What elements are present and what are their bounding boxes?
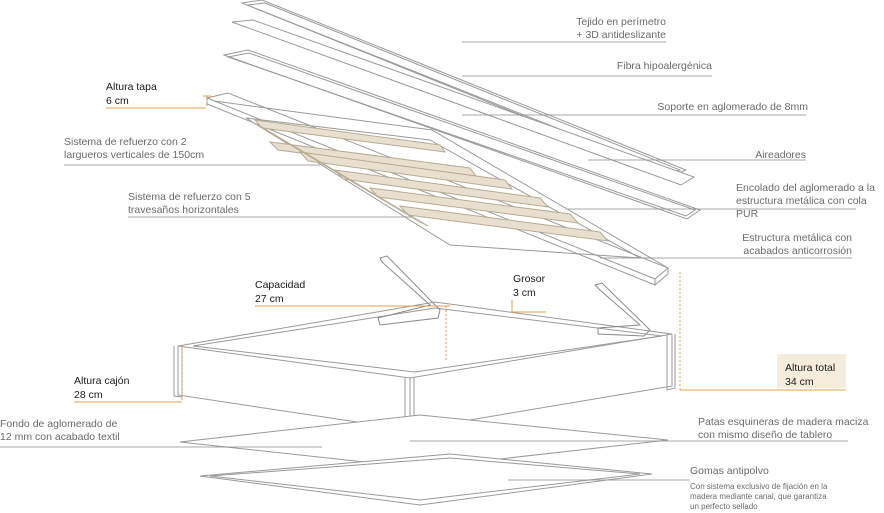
support-layer [222,49,702,220]
fiber-layer [231,19,696,186]
callout-patas: Patas esquineras de madera maciza con mi… [698,416,869,441]
total-height-highlight [777,354,846,388]
measure-altura-total-title: Altura total [785,362,836,374]
measure-grosor-value: 3 cm [513,287,536,299]
callout-aireadores: Aireadores [755,149,806,161]
measure-altura-tapa-title: Altura tapa [106,81,157,93]
measure-altura-cajon-value: 28 cm [74,389,103,401]
lift-mechanisms [377,255,651,337]
measure-altura-tapa-value: 6 cm [106,95,129,107]
callout-fondo: Fondo de aglomerado de 12 mm con acabado… [0,418,120,443]
callout-fibra: Fibra hipoalergénica [616,60,712,72]
measure-altura-total-value: 34 cm [785,376,814,388]
measure-grosor-title: Grosor [513,273,546,285]
lid-slats [251,119,610,242]
measure-capacidad-value: 27 cm [255,293,284,305]
callout-estructura: Estructura metálica con acabados anticor… [742,232,852,257]
base-box [173,301,676,433]
measure-capacidad-title: Capacidad [255,279,306,291]
callout-soporte: Soporte en aglomerado de 8mm [657,101,808,113]
callout-encolado: Encolado del aglomerado a la estructura … [736,182,875,220]
leader-lines [0,41,856,481]
callout-tejido: Tejido en perímetro + 3D antideslizante [576,16,666,41]
callout-travesanos: Sistema de refuerzo con 5 travesaños hor… [128,191,251,216]
rubber-frame [199,453,653,506]
callout-largueros: Sistema de refuerzo con 2 largueros vert… [64,136,205,161]
measure-lines [74,95,846,403]
callout-gomas: Gomas antipolvo [690,465,769,477]
callout-gomas-detalle: Con sistema exclusivo de fijación en la … [690,482,828,511]
measure-altura-cajon-title: Altura cajón [74,375,130,387]
bottom-board [179,414,669,469]
